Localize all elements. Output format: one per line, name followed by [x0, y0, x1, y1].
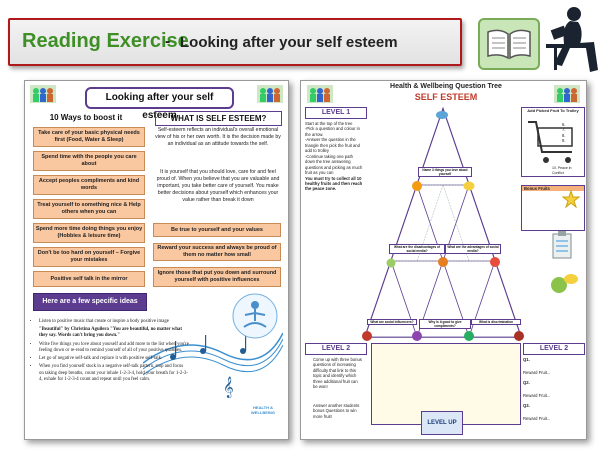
tip-box: Spend more time doing things you enjoy (… — [33, 223, 145, 243]
orange-fruit-icon — [411, 179, 423, 191]
tip-box: Spend time with the people you care abou… — [33, 151, 145, 171]
question-tree-sheet: Health & Wellbeing Question Tree SELF ES… — [300, 80, 587, 440]
trolley-number: 8. — [562, 132, 566, 138]
tip-box: Accept peoples compliments and kind word… — [33, 175, 145, 195]
instruction-line: -Answer the question in the triangle the… — [305, 137, 360, 154]
trolley-number: 7. — [562, 127, 566, 133]
tree-question: What are the disadvantages of social med… — [389, 244, 445, 254]
clipboard-icon — [551, 231, 573, 259]
question-tree: Name 3 things you love about yourself Wh… — [361, 106, 525, 341]
trolley-number: 9. — [562, 138, 566, 144]
tip-box: Positive self talk in the mirror — [33, 271, 145, 287]
people-icon — [257, 85, 283, 103]
ten-ways-title: 10 Ways to boost it — [49, 113, 123, 122]
tip-box: Ignore those that put you down and surro… — [153, 267, 281, 287]
reward-label: Reward Fruit... — [523, 416, 551, 422]
grape-fruit-icon — [411, 329, 423, 341]
instructions: Start at the top of the tree -Pick a que… — [305, 121, 363, 192]
orange-fruit-icon — [437, 255, 449, 267]
page-title: Reading Exercise — [22, 30, 189, 52]
what-is-title: WHAT IS SELF ESTEEM? — [155, 111, 282, 126]
tree-question: What are the advantages of social media? — [445, 244, 501, 254]
instruction-line: You must try to collect all 10 healthy f… — [305, 175, 363, 192]
page-subtitle: Looking after your self esteem — [180, 34, 398, 51]
question-list: Q1. Reward Fruit... Q2. Reward Fruit... … — [523, 357, 583, 422]
tip-box: Reward your success and always be proud … — [153, 243, 281, 261]
pear-fruit-icon — [385, 255, 397, 268]
tree-question: Name 3 things you love about yourself — [418, 167, 472, 177]
tip-box: Treat yourself to something nice & Help … — [33, 199, 145, 219]
sheet-title: Looking after your self esteem — [85, 87, 234, 121]
level-2-instructions-2: Answer another students bonus Questions … — [313, 403, 360, 419]
level-1-label: LEVEL 1 — [305, 107, 367, 119]
self-esteem-sheet: Looking after your self esteem 10 Ways t… — [24, 80, 289, 440]
tip-box: Don't be too hard on yourself – Forgive … — [33, 247, 145, 267]
ideas-list: Listen to positive music that create or … — [29, 319, 189, 385]
trolley-icon — [526, 118, 580, 166]
title-separator: - — [165, 33, 171, 50]
idea-item: Listen to positive music that create or … — [39, 319, 189, 325]
trolley-title: Add Picked Fruit To Trolley — [527, 108, 579, 113]
apple-fruit-icon — [489, 255, 501, 267]
instruction-line: Start at the top of the tree — [305, 121, 353, 126]
reward-label: Reward Fruit... — [523, 370, 551, 376]
ideas-title: Here are a few specific ideas — [42, 298, 138, 305]
book-icon — [478, 18, 540, 70]
level-2-label: LEVEL 2 — [523, 343, 585, 355]
fruit-trolley-box: Add Picked Fruit To Trolley 6. 7. 8. 9. … — [521, 107, 585, 177]
bonus-question-area[interactable] — [371, 343, 521, 425]
people-icon — [30, 85, 56, 103]
tree-question: Why is it good to give compliments? — [419, 319, 471, 329]
music-notes-icon: 𝄞 — [142, 293, 284, 403]
people-icon — [307, 85, 333, 103]
bonus-fruits-box: Bonus Fruits — [521, 185, 585, 231]
title-bar: Reading Exercise - Looking after your se… — [8, 18, 462, 66]
wellbeing-logo: HEALTH & WELLBEING — [251, 405, 275, 415]
tree-title: Health & Wellbeing Question Tree — [390, 83, 502, 90]
tree-subtitle: SELF ESTEEM — [414, 92, 478, 102]
instruction-line: -Pick a question and colour in the arrow… — [305, 126, 360, 137]
idea-item: When you find yourself stuck in a negati… — [39, 364, 189, 383]
self-esteem-definition: Self-esteem reflects an individual's ove… — [155, 127, 281, 148]
peace-dove-icon — [435, 107, 449, 119]
tip-box: Take care of your basic physical needs f… — [33, 127, 145, 147]
idea-item: Write five things you love about yoursel… — [39, 342, 189, 354]
trolley-number: 10. Peace in Conflict — [552, 166, 572, 175]
star-icon — [561, 189, 581, 213]
self-esteem-explanation: It is yourself that you should love, car… — [156, 169, 280, 204]
idea-item: "Beautiful" by Christina Aguilera "You a… — [39, 327, 182, 339]
ideas-title-bar: Here are a few specific ideas — [33, 293, 147, 311]
cherry-fruit-icon — [513, 329, 525, 341]
q-label: Q1. — [523, 357, 530, 362]
idea-item: Let go of negative self-talk and replace… — [39, 356, 189, 362]
q-label: Q3. — [523, 402, 530, 408]
trolley-numbers: 6. 7. 8. 9. — [562, 122, 566, 144]
bonus-title: Bonus Fruits — [522, 186, 584, 192]
meditation-icon — [230, 291, 280, 341]
level-2-label: LEVEL 2 — [305, 343, 367, 355]
reader-silhouette-icon — [540, 4, 606, 74]
tree-question: What is discrimination — [471, 319, 521, 325]
tip-box: Be true to yourself and your values — [153, 223, 281, 237]
q-label: Q2. — [523, 379, 530, 385]
apple-lemon-icon — [549, 267, 579, 297]
level-up-badge: LEVEL UP — [421, 411, 463, 435]
people-icon — [554, 85, 580, 103]
melon-fruit-icon — [463, 329, 475, 341]
instruction-line: -Continue taking one path down the tree … — [305, 153, 363, 176]
svg-text:𝄞: 𝄞 — [223, 377, 234, 398]
strawberry-fruit-icon — [361, 329, 373, 341]
tree-question: What are social influencers? — [367, 319, 417, 325]
level-2-instructions: Come up with three bonus questions of in… — [313, 357, 362, 390]
reward-label: Reward Fruit... — [523, 393, 551, 399]
trolley-number: 6. — [562, 122, 566, 127]
lemon-fruit-icon — [463, 179, 475, 191]
